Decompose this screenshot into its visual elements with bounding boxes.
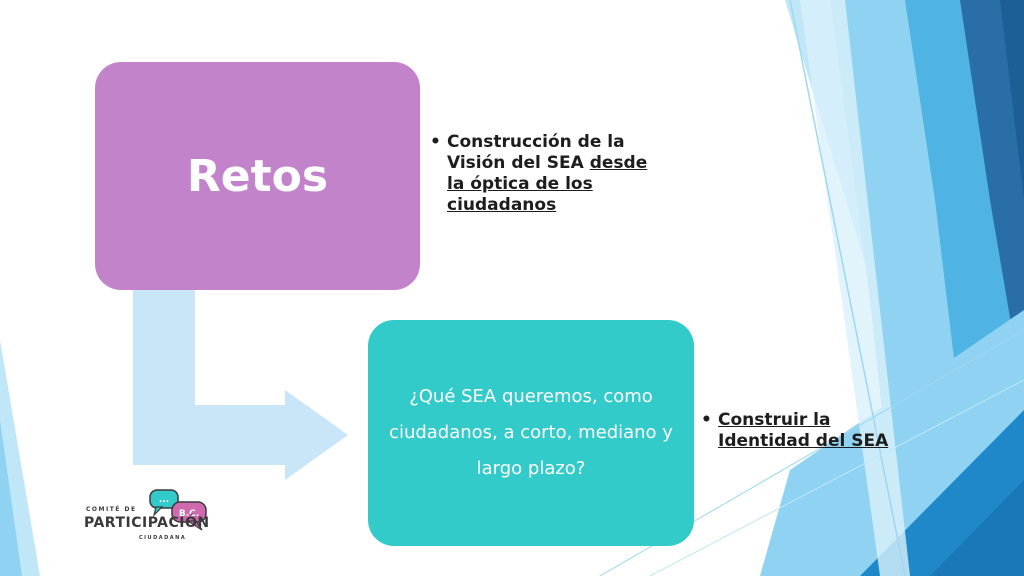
- bullet-vision: • Construcción de la Visión del SEA desd…: [430, 132, 662, 216]
- logo-bottom-text: CIUDADANA: [139, 535, 187, 541]
- question-text: ¿Qué SEA queremos, como ciudadanos, a co…: [389, 386, 673, 479]
- bullet-vision-text: Construcción de la Visión del SEA: [447, 132, 625, 173]
- bullet-identidad: • Construir la Identidad del SEA: [701, 410, 908, 452]
- bullet-vision-underlined: desde la óptica de los ciudadanos: [447, 153, 648, 215]
- bullet-dot: •: [701, 410, 712, 430]
- bullet-identidad-text: Construir la Identidad del SEA: [718, 410, 889, 451]
- bubble-text: B.C.: [179, 509, 199, 519]
- retos-title: Retos: [186, 150, 329, 202]
- comite-logo: ... B.C. COMITÉ DE PARTICIPACIÓN CIUDADA…: [84, 488, 214, 550]
- bullet-dot: •: [430, 132, 441, 152]
- speech-bubbles-icon: ... B.C.: [149, 489, 207, 531]
- flow-arrow: [133, 290, 348, 480]
- logo-main-text: PARTICIPACIÓN: [84, 515, 210, 531]
- retos-box: Retos: [95, 62, 420, 290]
- question-box: ¿Qué SEA queremos, como ciudadanos, a co…: [368, 320, 694, 546]
- bubble-dots: ...: [159, 495, 169, 505]
- logo-top-text: COMITÉ DE: [86, 506, 137, 513]
